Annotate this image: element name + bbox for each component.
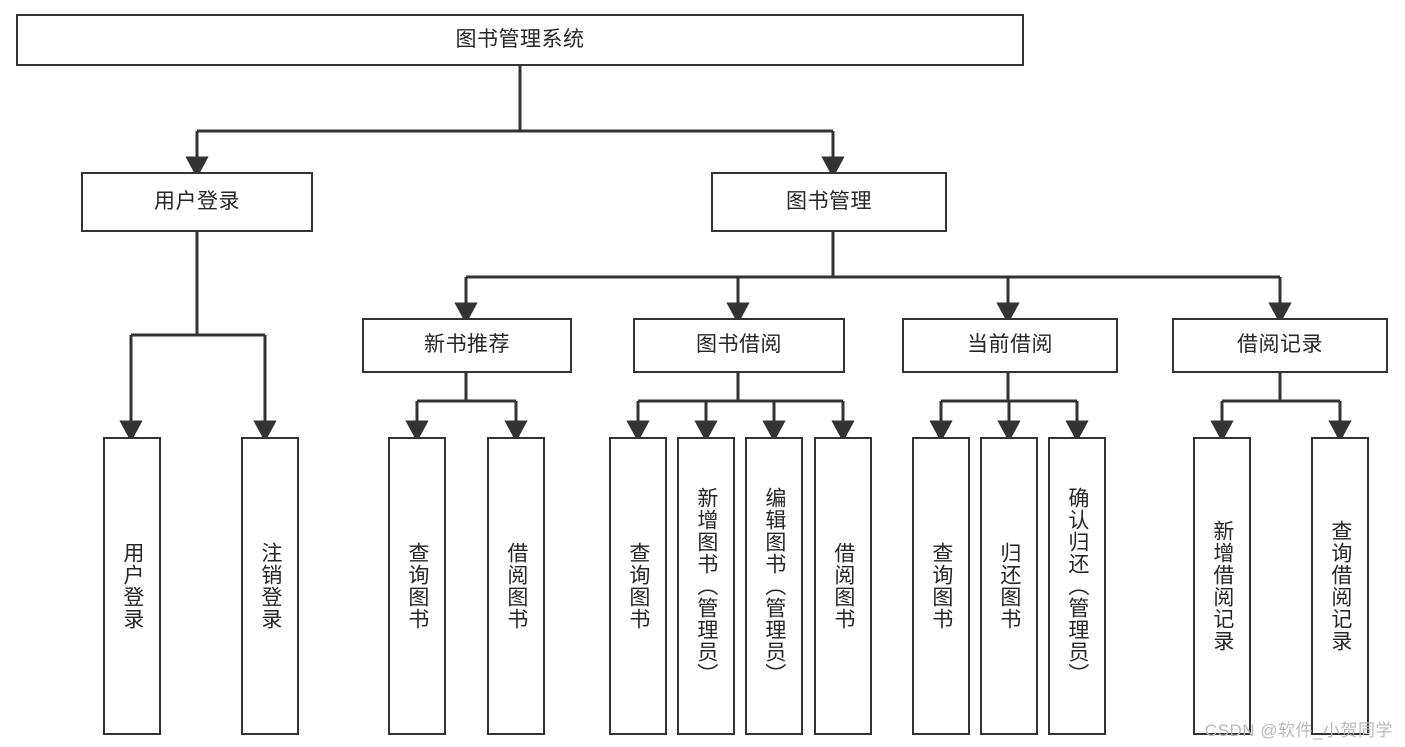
node-label: 查询借阅记录 <box>1328 520 1352 652</box>
node-borrowing-record[interactable]: 借阅记录 <box>1172 318 1388 373</box>
node-label: 借阅图书 <box>504 542 528 630</box>
node-label: 新增图书（管理员） <box>694 487 718 685</box>
node-label: 查询图书 <box>626 542 650 630</box>
leaf-borrow-record-add-record[interactable]: 新增借阅记录 <box>1193 437 1251 735</box>
node-new-book-recommendation[interactable]: 新书推荐 <box>362 318 572 373</box>
leaf-borrow-record-query-record[interactable]: 查询借阅记录 <box>1311 437 1369 735</box>
node-label: 编辑图书（管理员） <box>762 487 786 685</box>
leaf-current-borrow-confirm-return-admin[interactable]: 确认归还（管理员） <box>1048 437 1106 735</box>
node-root-book-management-system[interactable]: 图书管理系统 <box>16 14 1024 66</box>
leaf-current-borrow-return-books[interactable]: 归还图书 <box>980 437 1038 735</box>
node-label: 借阅图书 <box>831 542 855 630</box>
node-label: 查询图书 <box>929 542 953 630</box>
node-label: 用户登录 <box>120 542 144 630</box>
node-label: 归还图书 <box>997 542 1021 630</box>
node-label: 确认归还（管理员） <box>1065 487 1089 685</box>
node-current-borrowing[interactable]: 当前借阅 <box>902 318 1118 373</box>
node-user-login[interactable]: 用户登录 <box>81 172 313 232</box>
leaf-new-book-borrow-books[interactable]: 借阅图书 <box>487 437 545 735</box>
node-label: 查询图书 <box>405 542 429 630</box>
node-label: 当前借阅 <box>967 333 1053 357</box>
node-label: 新书推荐 <box>424 333 510 357</box>
node-label: 注销登录 <box>258 542 282 630</box>
leaf-user-login-logout[interactable]: 注销登录 <box>241 437 299 735</box>
node-book-management[interactable]: 图书管理 <box>711 172 947 232</box>
leaf-book-borrow-query-books[interactable]: 查询图书 <box>609 437 667 735</box>
node-book-borrowing[interactable]: 图书借阅 <box>633 318 845 373</box>
leaf-book-borrow-edit-book-admin[interactable]: 编辑图书（管理员） <box>745 437 803 735</box>
node-label: 用户登录 <box>154 189 240 213</box>
node-label: 新增借阅记录 <box>1210 520 1234 652</box>
leaf-current-borrow-query-books[interactable]: 查询图书 <box>912 437 970 735</box>
leaf-book-borrow-add-book-admin[interactable]: 新增图书（管理员） <box>677 437 735 735</box>
node-label: 图书管理系统 <box>455 27 585 51</box>
node-label: 图书借阅 <box>696 333 782 357</box>
leaf-book-borrow-borrow-books[interactable]: 借阅图书 <box>814 437 872 735</box>
leaf-user-login-login[interactable]: 用户登录 <box>103 437 161 735</box>
node-label: 图书管理 <box>786 189 872 213</box>
csdn-watermark: CSDN @软件_小贺同学 <box>1204 721 1393 740</box>
leaf-new-book-query-books[interactable]: 查询图书 <box>388 437 446 735</box>
node-label: 借阅记录 <box>1237 333 1323 357</box>
